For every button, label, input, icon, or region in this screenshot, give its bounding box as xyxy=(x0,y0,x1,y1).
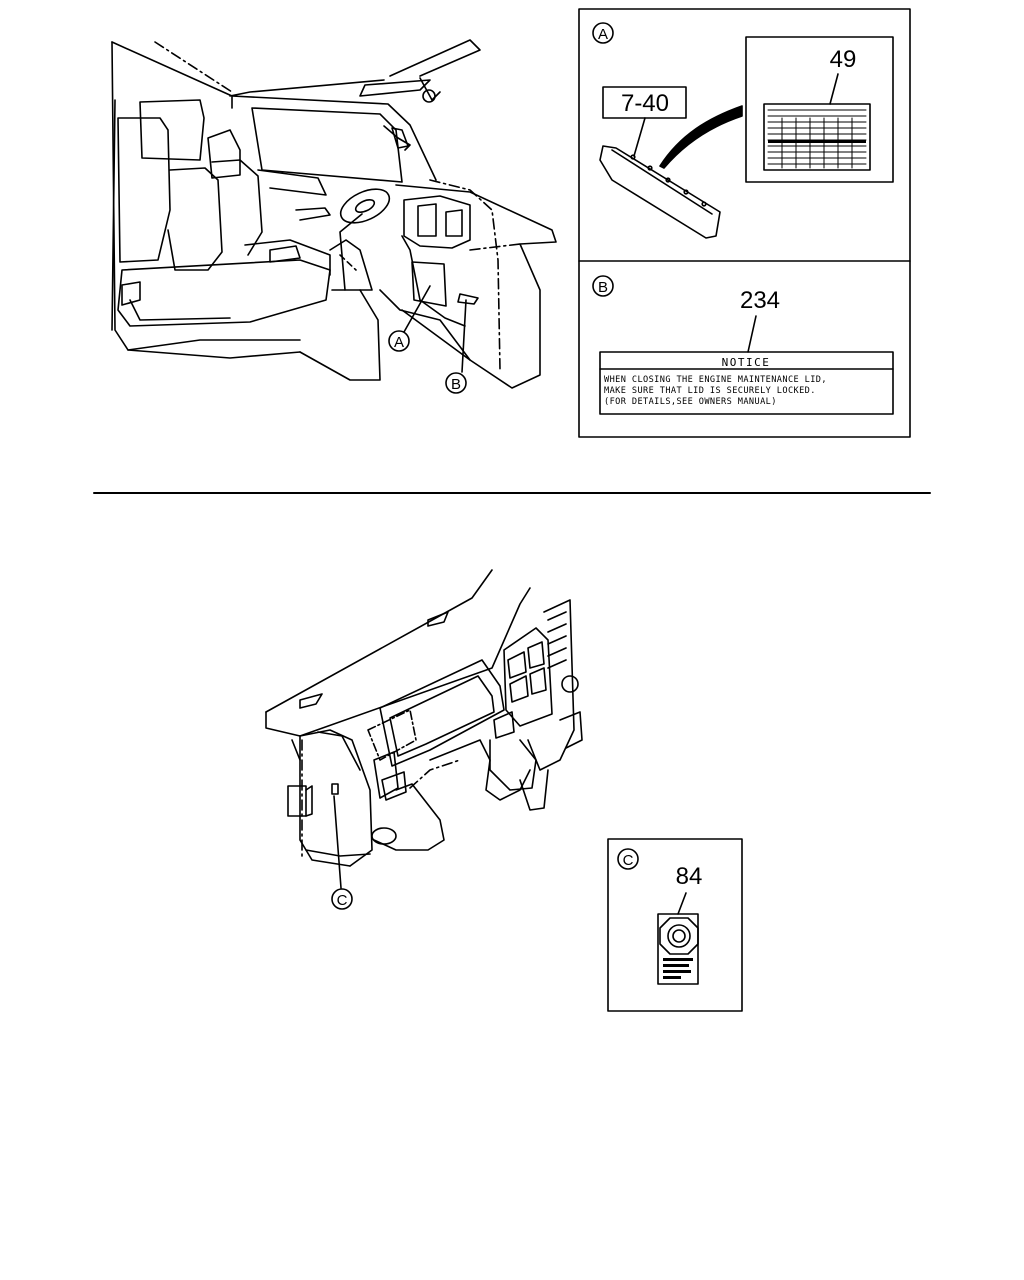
cab-interior-illustration xyxy=(111,39,557,389)
panel-c-label: C xyxy=(623,852,634,869)
label-location-c xyxy=(331,783,339,795)
notice-line-2: MAKE SURE THAT LID IS SECURELY LOCKED. xyxy=(604,386,816,396)
notice-sticker xyxy=(599,351,894,415)
detail-panel-c: C 84 xyxy=(607,838,743,1012)
panel-b-label: B xyxy=(598,279,608,296)
detail-panels-frame xyxy=(578,8,911,438)
part-ref-label: 7-40 xyxy=(621,90,669,117)
dashboard-illustration xyxy=(265,569,583,889)
panel-a-label: A xyxy=(598,26,608,43)
notice-line-3: (FOR DETAILS,SEE OWNERS MANUAL) xyxy=(604,397,777,407)
part-234-label: 234 xyxy=(740,287,780,314)
svg-text:C: C xyxy=(337,892,348,909)
callout-c-marker: C xyxy=(331,888,353,910)
part-84-label: 84 xyxy=(676,863,703,890)
fluid-label-sticker xyxy=(657,913,699,985)
callout-a-marker: A xyxy=(388,330,410,352)
notice-title: NOTICE xyxy=(722,356,771,369)
detail-panel-a: A 7-40 49 xyxy=(592,22,894,239)
notice-line-1: WHEN CLOSING THE ENGINE MAINTENANCE LID, xyxy=(604,375,827,385)
svg-text:B: B xyxy=(451,376,461,393)
svg-text:A: A xyxy=(394,334,404,351)
part-49-label: 49 xyxy=(830,46,857,73)
label-sticker-49 xyxy=(763,103,871,171)
detail-panel-b: B 234 NOTICE WHEN CLOSING THE ENGINE MAI… xyxy=(592,275,894,415)
callout-b-marker: B xyxy=(445,372,467,394)
